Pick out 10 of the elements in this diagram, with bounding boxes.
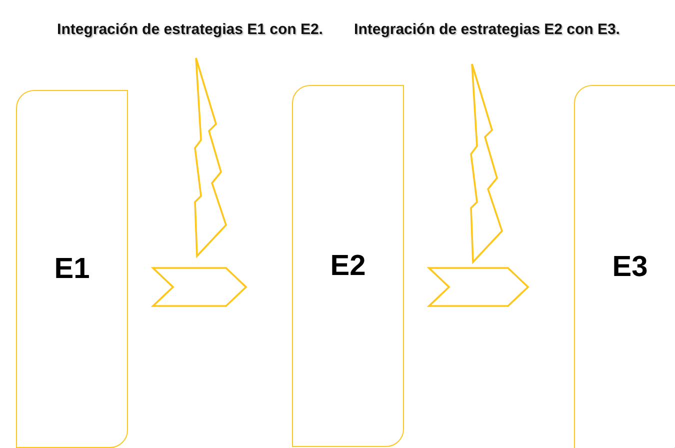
stage-label: E3 bbox=[612, 251, 648, 284]
stage-label: E2 bbox=[330, 250, 366, 282]
stage-box bbox=[292, 85, 404, 447]
chevron-arrow bbox=[150, 267, 248, 307]
callout-text: Integración de estrategias E2 con E3. bbox=[354, 20, 620, 40]
stage-box bbox=[574, 85, 675, 448]
chevron-arrow bbox=[426, 267, 530, 307]
callout-text: Integración de estrategias E1 con E2. bbox=[57, 20, 323, 40]
stage-box bbox=[16, 90, 128, 448]
stage-label: E1 bbox=[54, 252, 90, 286]
